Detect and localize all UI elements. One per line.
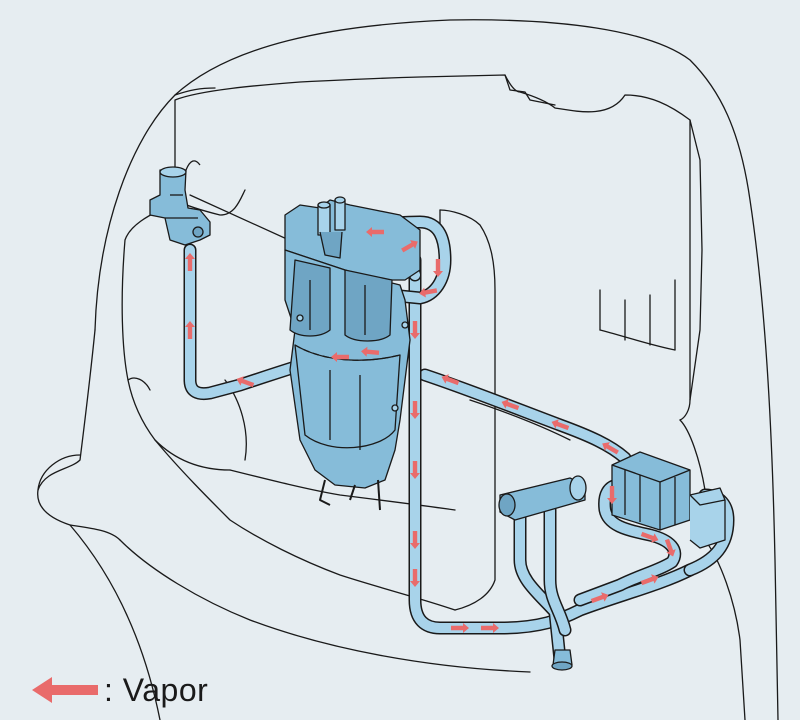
vapor-arrow	[185, 253, 195, 271]
vapor-arrow	[590, 592, 609, 604]
vapor-arrow	[410, 401, 420, 419]
vapor-separator-canister	[284, 196, 421, 511]
vapor-arrow	[236, 376, 255, 388]
vapor-arrow	[551, 419, 570, 431]
vapor-arrow	[640, 531, 659, 543]
engine-cowling-outline	[37, 19, 779, 720]
vapor-arrow	[419, 287, 438, 298]
vapor-filter-box	[611, 451, 726, 549]
vapor-arrow	[410, 321, 420, 339]
vapor-arrow	[401, 240, 418, 253]
vapor-arrow	[607, 486, 617, 504]
vapor-arrow	[640, 574, 659, 586]
legend-vapor-label: : Vapor	[104, 671, 209, 708]
vapor-arrow	[501, 399, 520, 411]
vapor-arrow	[366, 227, 384, 237]
vapor-arrow	[410, 569, 420, 587]
t-connector	[498, 475, 587, 671]
vapor-arrow	[602, 442, 619, 455]
vapor-hoses	[183, 215, 735, 667]
vapor-arrow	[361, 346, 380, 357]
check-valve	[149, 160, 211, 246]
left-arrow-icon	[32, 677, 98, 703]
vapor-arrow	[185, 321, 195, 339]
vapor-flow-arrows	[185, 227, 676, 633]
vapor-arrow	[410, 461, 420, 479]
vapor-arrow	[433, 259, 443, 277]
vapor-arrow	[451, 623, 469, 633]
vapor-arrow	[331, 352, 349, 362]
vapor-arrow	[410, 531, 420, 549]
vapor-arrow	[664, 538, 676, 557]
vapor-arrow	[441, 374, 460, 386]
vapor-arrow	[481, 623, 499, 633]
legend: : Vapor	[30, 668, 208, 712]
